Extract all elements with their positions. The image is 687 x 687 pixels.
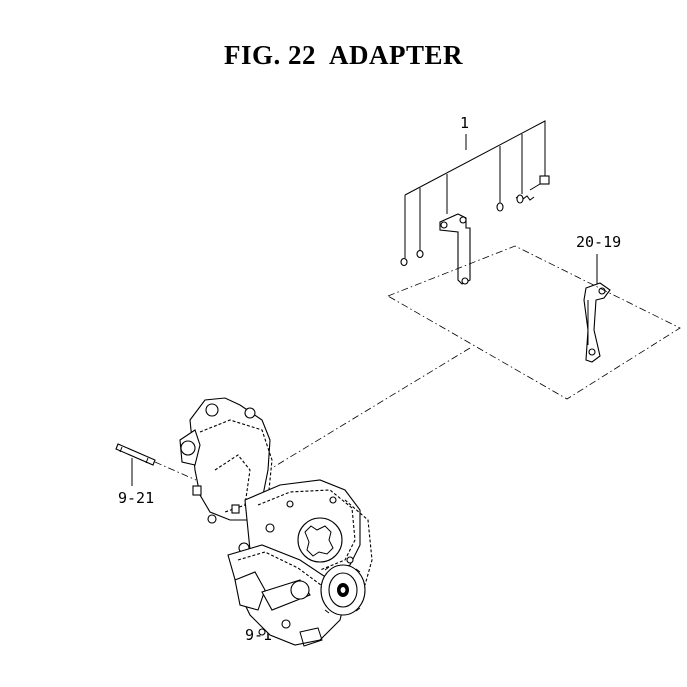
figure-title: FIG. 22 ADAPTER <box>223 40 464 70</box>
reference-plane <box>271 245 681 469</box>
gear-case-housing <box>179 397 373 647</box>
callout-9-21: 9-21 <box>118 489 154 507</box>
leader-bracket-1 <box>404 120 546 258</box>
callout-20-19: 20-19 <box>576 233 621 251</box>
lever-assembly-part-1 <box>400 175 550 285</box>
governor-fork-part-20-19 <box>583 254 611 363</box>
pin-part-9-21 <box>115 443 197 486</box>
callout-1: 1 <box>460 114 469 132</box>
